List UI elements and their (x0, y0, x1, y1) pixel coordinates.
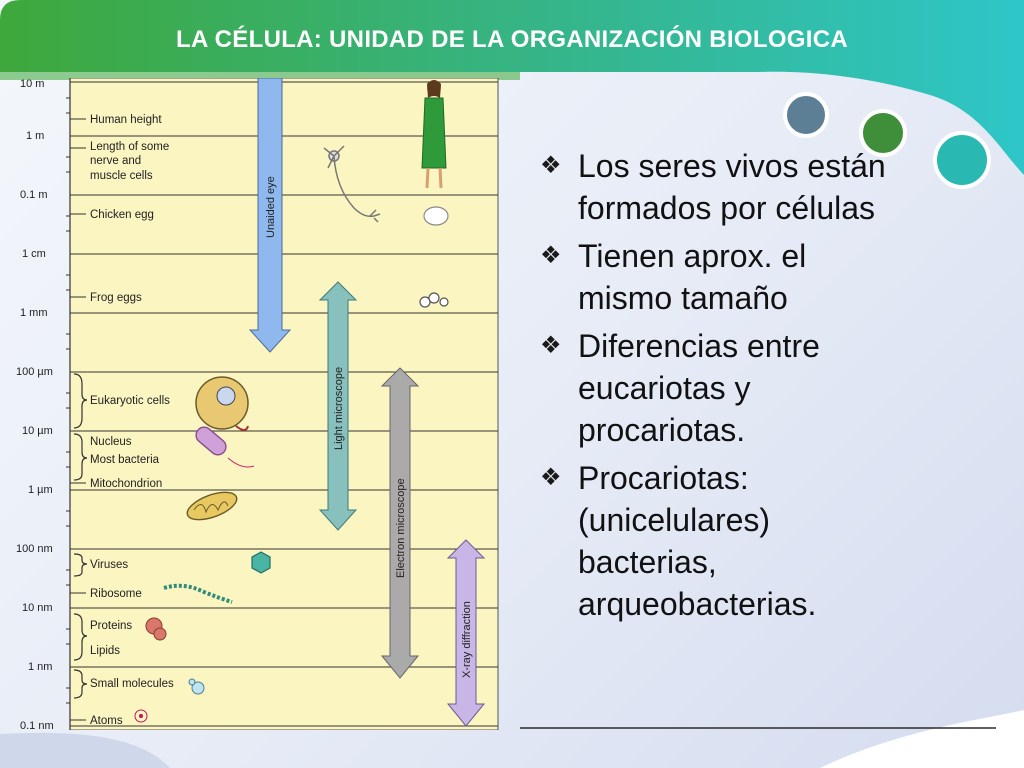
light-microscope-arrow: Light microscope (318, 281, 358, 531)
bullet-line: (unicelulares) (578, 502, 771, 538)
ribosome-icon (163, 583, 233, 604)
tick-label: 100 nm (16, 543, 53, 555)
bullet-list: ❖ Los seres vivos están formados por cél… (540, 145, 980, 631)
bullet-line: bacterias, (578, 544, 717, 580)
item-label: Small molecules (90, 678, 174, 690)
item-label: Atoms (90, 715, 123, 727)
bullet-line: Tienen aprox. el (578, 238, 807, 274)
bullet-line: Los seres vivos están (578, 148, 886, 184)
size-scale-diagram: 10 m 1 m 0.1 m 1 cm 1 mm 100 µm 10 µm 1 … (16, 78, 499, 730)
mitochondrion-icon (186, 491, 238, 521)
electron-microscope-arrow: Electron microscope (380, 367, 420, 679)
item-label: Frog eggs (90, 292, 142, 304)
item-label: Proteins (90, 620, 132, 632)
diamond-bullet-icon: ❖ (540, 152, 562, 179)
tick-label: 1 mm (20, 307, 48, 319)
bottom-wave (0, 710, 1024, 768)
tick-label: 0.1 m (20, 189, 48, 201)
bullet-line: formados por células (578, 190, 876, 226)
small-molecule-icon (188, 678, 205, 695)
atom-icon (134, 709, 148, 723)
frog-eggs-icon (419, 292, 449, 308)
bullet-item: ❖ Tienen aprox. el mismo tamaño (540, 235, 980, 319)
bullet-line: procariotas. (578, 412, 746, 448)
bullet-item: ❖ Diferencias entre eucariotas y procari… (540, 325, 980, 451)
item-label: Chicken egg (90, 209, 154, 221)
item-label: Most bacteria (90, 454, 160, 466)
diamond-bullet-icon: ❖ (540, 332, 562, 359)
item-label: Ribosome (90, 588, 142, 600)
chicken-egg-icon (423, 206, 449, 226)
eukaryotic-cell-icon (195, 376, 249, 431)
unaided-eye-arrow: Unaided eye (248, 78, 292, 353)
nerve-cell-icon (323, 145, 381, 223)
tick-label: 10 µm (22, 425, 53, 437)
instrument-label: X-ray diffraction (461, 601, 473, 678)
diamond-bullet-icon: ❖ (540, 242, 562, 269)
tick-label: 10 nm (22, 602, 53, 614)
slide-title: LA CÉLULA: UNIDAD DE LA ORGANIZACIÓN BIO… (176, 26, 848, 53)
item-label: Mitochondrion (90, 478, 162, 490)
bacterium-icon (195, 426, 255, 468)
tick-label: 10 m (20, 78, 44, 90)
item-label: Viruses (90, 559, 128, 571)
bullet-item: ❖ Los seres vivos están formados por cél… (540, 145, 980, 229)
instrument-label: Electron microscope (395, 478, 407, 578)
diamond-bullet-icon: ❖ (540, 464, 562, 491)
item-label: Nucleus (90, 436, 132, 448)
tick-label: 100 µm (16, 366, 53, 378)
bullet-line: arqueobacterias. (578, 586, 817, 622)
xray-diffraction-arrow: X-ray diffraction (446, 539, 486, 727)
tick-label: 1 nm (28, 661, 52, 673)
protein-icon (145, 617, 167, 641)
item-label: Length of some (90, 141, 169, 153)
bullet-line: Diferencias entre (578, 328, 820, 364)
bullet-line: eucariotas y (578, 370, 751, 406)
instrument-label: Light microscope (333, 367, 345, 450)
tick-label: 1 m (26, 130, 44, 142)
tick-label: 1 µm (28, 484, 53, 496)
instrument-label: Unaided eye (265, 176, 277, 238)
item-label: Human height (90, 114, 162, 126)
item-label: muscle cells (90, 170, 153, 182)
item-label: nerve and (90, 155, 141, 167)
bullet-item: ❖ Procariotas: (unicelulares) bacterias,… (540, 457, 980, 625)
bullet-line: Procariotas: (578, 460, 749, 496)
tick-label: 0.1 nm (20, 720, 54, 730)
item-label: Lipids (90, 645, 120, 657)
bullet-line: mismo tamaño (578, 280, 788, 316)
tick-label: 1 cm (22, 248, 46, 260)
human-figure-icon (421, 80, 447, 189)
item-label: Eukaryotic cells (90, 395, 170, 407)
virus-icon (251, 551, 271, 574)
